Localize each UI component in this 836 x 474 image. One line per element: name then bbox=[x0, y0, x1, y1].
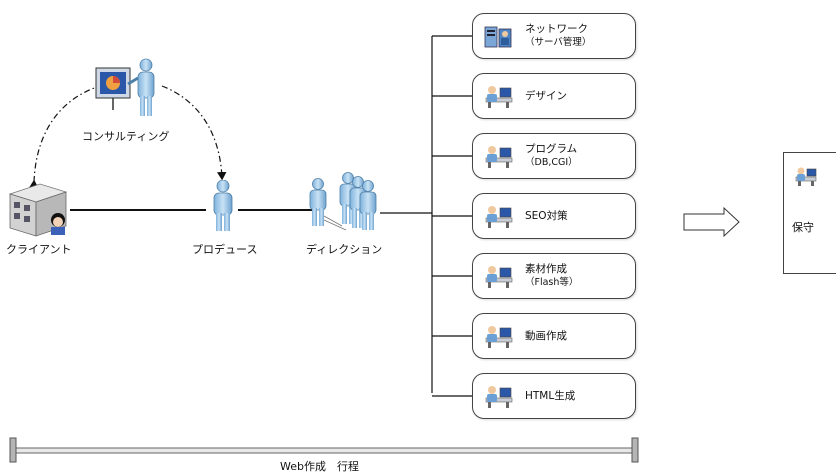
consulting-label: コンサルティング bbox=[82, 130, 170, 143]
service-item: HTML生成 bbox=[472, 373, 636, 419]
service-item: SEO対策 bbox=[472, 193, 636, 239]
service-text: 素材作成 （Flash等） bbox=[525, 254, 578, 298]
service-text: デザイン bbox=[525, 74, 567, 118]
service-text: HTML生成 bbox=[525, 374, 575, 418]
consulting-arc-left bbox=[28, 85, 101, 189]
service-label: ネットワーク bbox=[525, 23, 588, 35]
service-label: SEO対策 bbox=[525, 209, 568, 222]
timeline-bar bbox=[13, 447, 637, 454]
produce-label: プロデュース bbox=[192, 243, 258, 256]
service-item: 動画作成 bbox=[472, 313, 636, 359]
server-admin-icon bbox=[483, 23, 515, 55]
service-text: 動画作成 bbox=[525, 314, 567, 358]
desk-worker-icon bbox=[483, 323, 515, 355]
service-label: 素材作成 bbox=[525, 263, 567, 275]
service-label: デザイン bbox=[525, 89, 567, 102]
maintenance-label: 保守 bbox=[792, 221, 814, 234]
presenter-icon bbox=[95, 58, 155, 116]
service-text: プログラム （DB,CGI） bbox=[525, 134, 578, 178]
desk-worker-icon bbox=[483, 143, 515, 175]
service-sublabel: （サーバ管理） bbox=[525, 37, 592, 48]
desk-worker-icon bbox=[483, 263, 515, 295]
service-item: プログラム （DB,CGI） bbox=[472, 133, 636, 179]
maintenance-box: 保守 bbox=[783, 152, 836, 274]
producer-icon bbox=[213, 180, 233, 231]
timeline-cap-left bbox=[9, 437, 17, 463]
service-label: プログラム bbox=[525, 143, 578, 155]
service-text: ネットワーク （サーバ管理） bbox=[525, 14, 591, 58]
direction-label: ディレクション bbox=[306, 243, 383, 256]
service-item: ネットワーク （サーバ管理） bbox=[472, 13, 636, 59]
service-sublabel: （DB,CGI） bbox=[525, 157, 578, 168]
hollow-arrow bbox=[683, 206, 740, 238]
service-label: 動画作成 bbox=[525, 329, 567, 342]
client-label: クライアント bbox=[6, 243, 72, 256]
service-sublabel: （Flash等） bbox=[525, 277, 579, 288]
desk-worker-icon bbox=[483, 203, 515, 235]
timeline-cap-right bbox=[631, 437, 639, 463]
branch-ticks bbox=[432, 35, 472, 397]
service-item: デザイン bbox=[472, 73, 636, 119]
desk-worker-icon bbox=[483, 383, 515, 415]
desk-worker-icon bbox=[483, 83, 515, 115]
timeline-label: Web作成 行程 bbox=[280, 460, 359, 473]
building-icon bbox=[8, 183, 68, 237]
desk-worker-icon bbox=[795, 167, 817, 186]
team-group-icon bbox=[309, 172, 377, 231]
service-item: 素材作成 （Flash等） bbox=[472, 253, 636, 299]
consulting-arc-right bbox=[161, 85, 227, 181]
service-label: HTML生成 bbox=[525, 389, 576, 402]
service-text: SEO対策 bbox=[525, 194, 568, 238]
